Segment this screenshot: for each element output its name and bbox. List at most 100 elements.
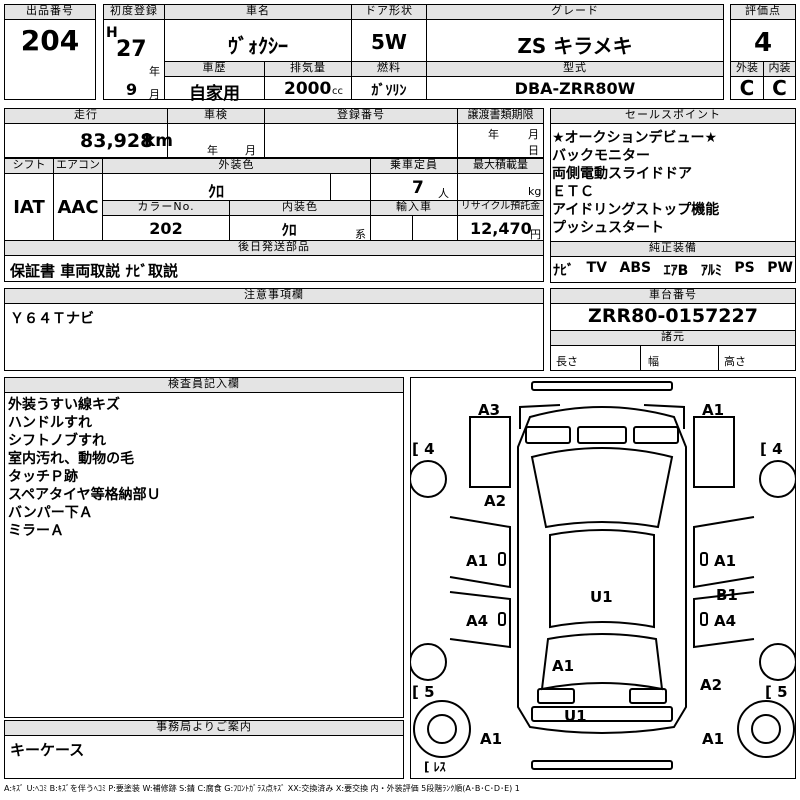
interior-box [763,76,796,100]
chassis-value: ZRR80-0157227 [588,305,758,327]
interior-color-value: ｸﾛ [281,221,297,239]
recycle-label: リサイクル預託金 [457,200,544,216]
inspector-item: タッチＰ跡 [8,469,78,485]
interior-grade: C [772,76,787,100]
equipment-label: 純正装備 [550,241,796,257]
equipment-item: PS [734,260,755,276]
door-label: ドア形状 [351,4,427,20]
color-no-label: カラーNo. [102,200,230,216]
sales-point-item: アイドリングストップ機能 [552,202,720,218]
specs-box [550,345,796,371]
equipment-item: ABS [619,260,652,276]
inspector-list: 外装うすい線キズ ハンドルすれ シフトノブすれ 室内汚れ、動物の毛 タッチＰ跡 … [8,396,161,540]
exterior-grade: C [739,76,755,100]
notes-box [4,303,544,371]
transfer-label: 譲渡書類期限 [457,108,544,124]
later-parts-value: 保証書 車両取説 ﾅﾋﾞ取説 [10,262,178,280]
max-load-label: 最大積載量 [457,158,544,174]
interior-color-label: 内装色 [229,200,371,216]
car-diagram: [ 4 [ 4 [ 5 [ 5 [ ﾚｽ A3 A1 A2 A1 A1 U1 B… [410,381,796,774]
shift-label: シフト [4,158,54,174]
sales-points-list: ★オークションデビュー★ バックモニター 両側電動スライドドア ＥＴＣ アイドリ… [552,129,719,237]
first-reg-month-unit: 月 [149,88,160,101]
history-label: 車歴 [164,61,265,77]
max-load-unit: kg [528,185,542,198]
mark-rear-glass: A1 [552,657,574,675]
equipment-item: TV [586,260,607,276]
recycle-value: 12,470 [470,219,532,238]
color-no-value: 202 [149,219,183,238]
inspector-item: ミラーＡ [8,523,64,539]
capacity-label: 乗車定員 [370,158,458,174]
exterior-color-divider [330,173,331,201]
later-parts-label: 後日発送部品 [4,240,544,256]
rear-left-tire-label: [ 5 [412,683,435,701]
registration-label: 登録番号 [264,108,458,124]
sales-point-item: バックモニター [552,148,650,164]
front-right-tire-label: [ 4 [760,440,783,458]
aircon-label: エアコン [53,158,103,174]
inspector-item: バンパー下Ａ [8,505,93,521]
transfer-box [457,123,544,158]
sales-point-item: ★オークションデビュー★ [552,130,718,146]
equipment-item: ﾅﾋﾞ [553,263,574,279]
mark-rear-left-corner: A1 [480,730,502,748]
lot-box [4,19,96,100]
transfer-day-unit: 日 [528,144,539,157]
mileage-unit: km [144,131,174,151]
notes-value: Ｙ６４Ｔナビ [10,311,94,327]
sales-point-item: プッシュスタート [552,220,664,236]
office-label: 事務局よりご案内 [4,720,404,736]
car-name-label: 車名 [164,4,352,20]
displacement-unit: cc [332,86,343,97]
exterior-color-value: ｸﾛ [207,182,224,201]
spare-tire-label: [ ﾚｽ [424,760,446,774]
inspection-year-unit: 年 [207,144,218,157]
exterior-label: 外装 [730,61,764,77]
import-label: 輸入車 [370,200,458,216]
notes-label: 注意事項欄 [4,288,544,304]
first-reg-month: 9 [126,80,138,99]
sales-point-item: ＥＴＣ [552,184,594,200]
inspector-box [4,392,404,718]
shift-value: IAT [13,197,45,218]
first-reg-era: H [106,25,118,41]
model-value: DBA-ZRR80W [514,79,636,98]
lot-label: 出品番号 [4,4,96,20]
front-left-tire-label: [ 4 [412,440,435,458]
equipment-box [550,256,796,283]
first-reg-label: 初度登録 [103,4,165,20]
recycle-unit: 円 [530,228,541,241]
mileage-value: 83,928 [80,130,154,152]
inspector-item: ハンドルすれ [8,415,92,431]
later-parts-box [4,255,544,282]
specs-label: 諸元 [550,330,796,346]
transfer-year-unit: 年 [488,128,499,141]
inspector-label: 検査員記入欄 [4,377,404,393]
aircon-value: AAC [57,197,99,218]
equipment-item: PW [767,260,793,276]
score-value: 4 [753,28,773,58]
score-label: 評価点 [730,4,796,20]
mark-front-left-corner: A3 [478,401,500,419]
mark-left-front-door: A1 [466,552,488,570]
mileage-label: 走行 [4,108,168,124]
car-name: ｳﾞｫｸｼｰ [228,34,288,58]
capacity-unit: 人 [438,187,449,200]
interior-color-suffix: 系 [355,228,366,241]
fuel-label: 燃料 [351,61,427,77]
model-label: 型式 [426,61,724,77]
equipment-list: ﾅﾋﾞ TV ABS ｴｱB ｱﾙﾐ PS PW [553,260,793,280]
chassis-label: 車台番号 [550,288,796,304]
first-reg-year-unit: 年 [149,65,160,78]
mark-front-right-corner: A1 [702,401,724,419]
registration-box [264,123,458,158]
import-box [370,215,458,241]
office-box [4,735,404,779]
inspector-item: 外装うすい線キズ [8,397,120,413]
inspection-label: 車検 [167,108,265,124]
mark-hood-left: A2 [484,492,506,510]
capacity-value: 7 [412,178,424,198]
specs-height: 高さ [724,355,746,368]
equipment-item: ｴｱB [663,263,689,279]
